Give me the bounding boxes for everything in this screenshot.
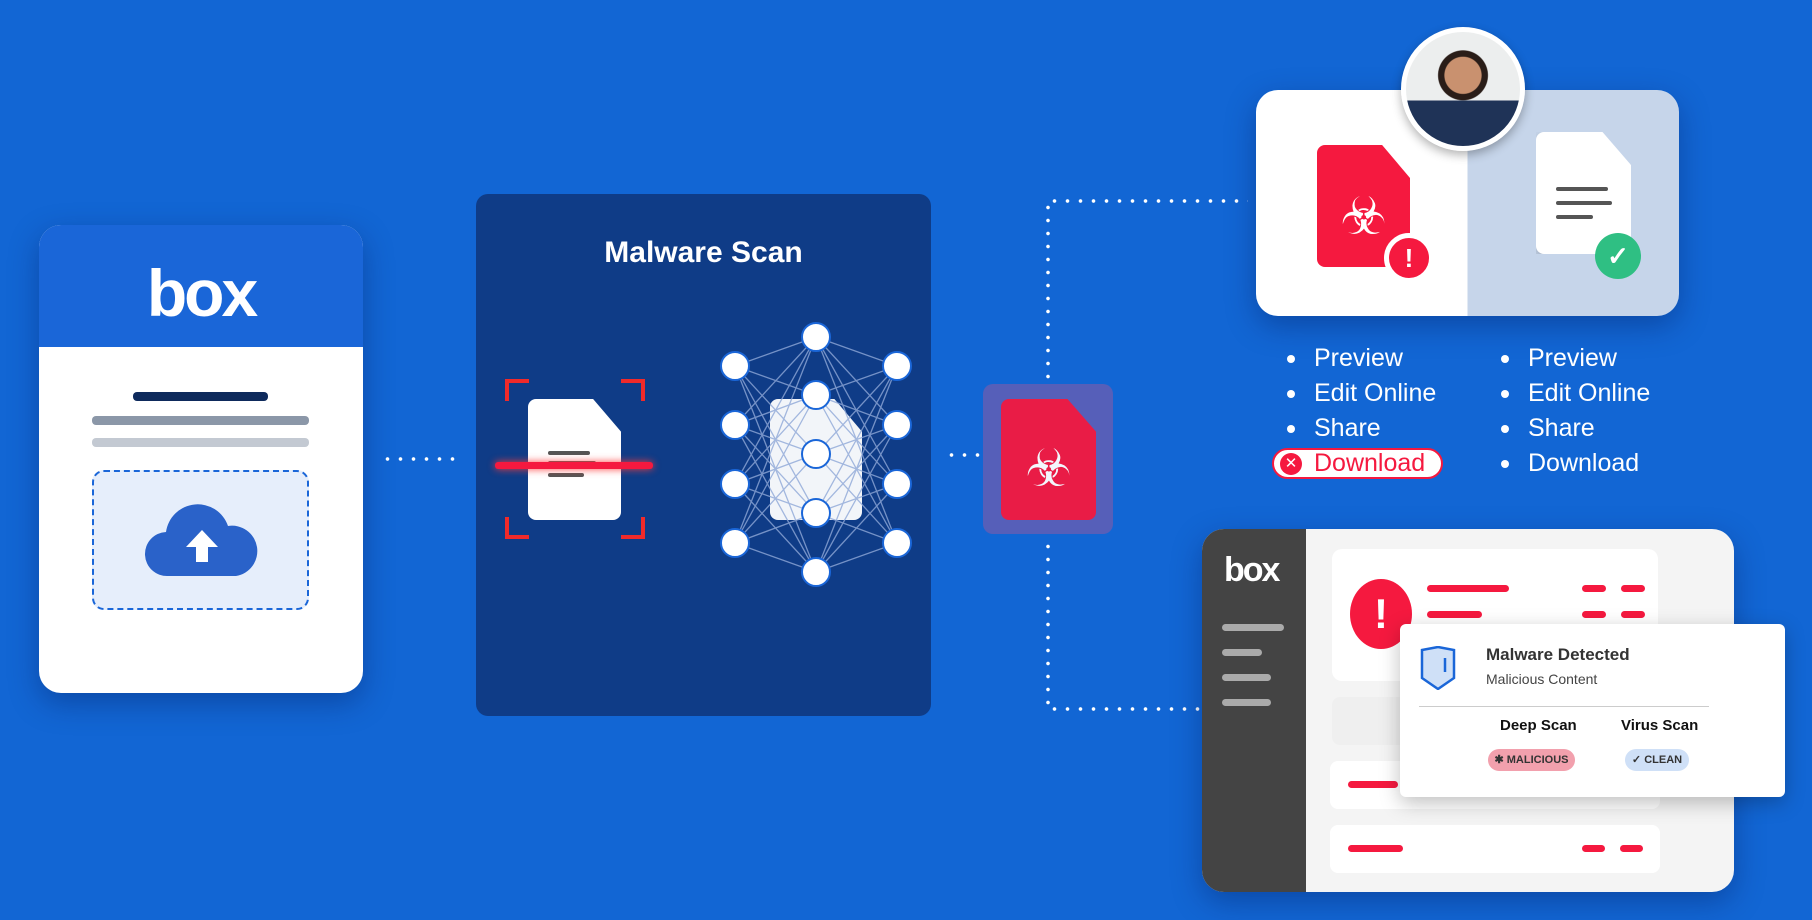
badge-label: MALICIOUS [1506,754,1569,766]
network-node [801,557,831,587]
text-line [92,438,309,447]
network-link [815,365,898,455]
connector-dots [945,453,983,457]
check-circle-icon: ✓ [1631,754,1645,766]
neural-network-links [734,336,898,573]
blocked-action-label: Download [1314,449,1426,477]
infected-actions-list: Preview Edit Online Share [1286,341,1436,446]
scan-laser-line [495,462,653,469]
badge-label: CLEAN [1644,754,1683,766]
network-node [720,351,750,381]
malware-scan-panel: Malware Scan [476,194,931,716]
biohazard-icon: ☣ [1025,440,1072,498]
network-link [815,365,898,573]
network-link [815,424,898,573]
panel-title: Malware Scan [604,236,803,269]
blocked-download-pill: ✕ Download [1272,448,1443,479]
popup-title: Malware Detected [1486,645,1630,664]
box-logo: box [146,256,258,330]
scanned-document-icon [528,399,621,520]
network-link [815,483,898,573]
network-node [720,410,750,440]
scan-label: Deep Scan [1500,717,1577,734]
network-node [801,439,831,469]
clean-badge: ✓ CLEAN [1625,749,1689,771]
text-line [133,392,268,401]
network-node [882,351,912,381]
connector-dots [1046,540,1050,708]
network-node [882,410,912,440]
network-link [815,365,898,514]
network-node [720,528,750,558]
action-item: Preview [1286,341,1436,376]
biohazard-file-icon: ☣ [1001,399,1096,520]
upload-card: box [39,225,363,693]
network-node [882,469,912,499]
infected-file-tile: ☣ [983,384,1113,534]
biohazard-icon: ☣ [1340,188,1387,246]
network-link [734,394,817,544]
action-item: Edit Online [1500,376,1650,411]
action-item: Share [1500,411,1650,446]
network-link [734,336,817,544]
network-node [720,469,750,499]
network-link [734,453,817,544]
check-badge-icon: ✓ [1595,233,1641,279]
scan-label: Virus Scan [1621,717,1699,734]
network-node [801,380,831,410]
access-card: ☣ ! ✓ [1256,90,1679,316]
upload-dropzone[interactable] [92,470,309,610]
network-node [801,322,831,352]
scan-brackets [505,379,645,539]
malware-detected-popup: Malware Detected Malicious Content Deep … [1400,624,1785,797]
app-sidebar: box [1202,529,1306,892]
bug-icon: ✱ [1494,754,1507,766]
divider [1419,706,1709,707]
action-item: Preview [1500,341,1650,376]
upload-card-header [39,225,363,347]
popup-subtitle: Malicious Content [1486,671,1598,687]
text-line [92,416,309,425]
action-item: Download [1500,446,1650,481]
action-item: Share [1286,411,1436,446]
network-link [734,336,817,485]
box-logo: box [1224,551,1280,589]
network-node [882,528,912,558]
user-avatar [1401,27,1525,151]
connector-dots [1048,707,1202,711]
blocked-icon: ✕ [1280,453,1302,475]
connector-dots [381,457,463,461]
alert-badge-icon: ! [1384,233,1434,283]
list-row [1330,825,1660,873]
connector-dots [1048,199,1248,203]
network-node [801,498,831,528]
malicious-badge: ✱ MALICIOUS [1488,749,1575,771]
clean-actions-list: Preview Edit Online Share Download [1500,341,1650,481]
cloud-upload-icon [144,504,258,577]
network-link [734,336,817,426]
shield-icon [1420,646,1456,690]
action-item: Edit Online [1286,376,1436,411]
connector-dots [1046,201,1050,379]
